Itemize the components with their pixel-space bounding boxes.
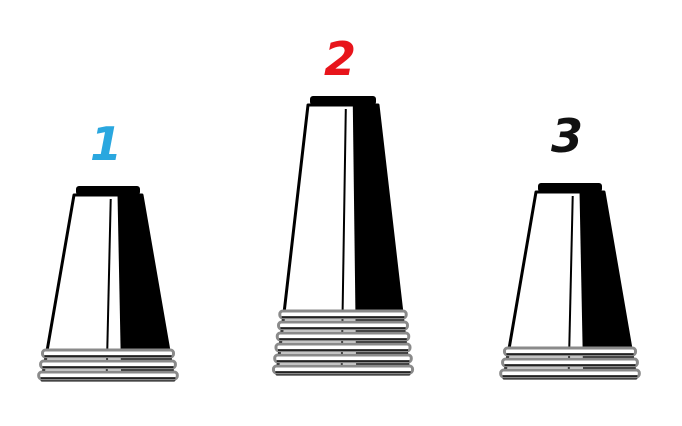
cup-stack-3 xyxy=(499,183,641,380)
cup-shadow xyxy=(117,195,174,380)
stack-3-number: 3 xyxy=(551,109,583,163)
cup-highlight-line xyxy=(105,198,112,377)
cup-top-cap xyxy=(538,183,602,192)
cup-shadow xyxy=(579,192,636,378)
stack-1-number: 1 xyxy=(90,117,122,171)
cup-highlight-line xyxy=(567,195,574,375)
cup-stack-2 xyxy=(271,96,415,376)
cup-top-cap xyxy=(310,96,376,105)
cup-shadow xyxy=(352,105,409,374)
cup-top-cap xyxy=(76,186,140,195)
stack-2-number: 2 xyxy=(324,32,356,86)
cup-stack-1 xyxy=(37,186,179,382)
